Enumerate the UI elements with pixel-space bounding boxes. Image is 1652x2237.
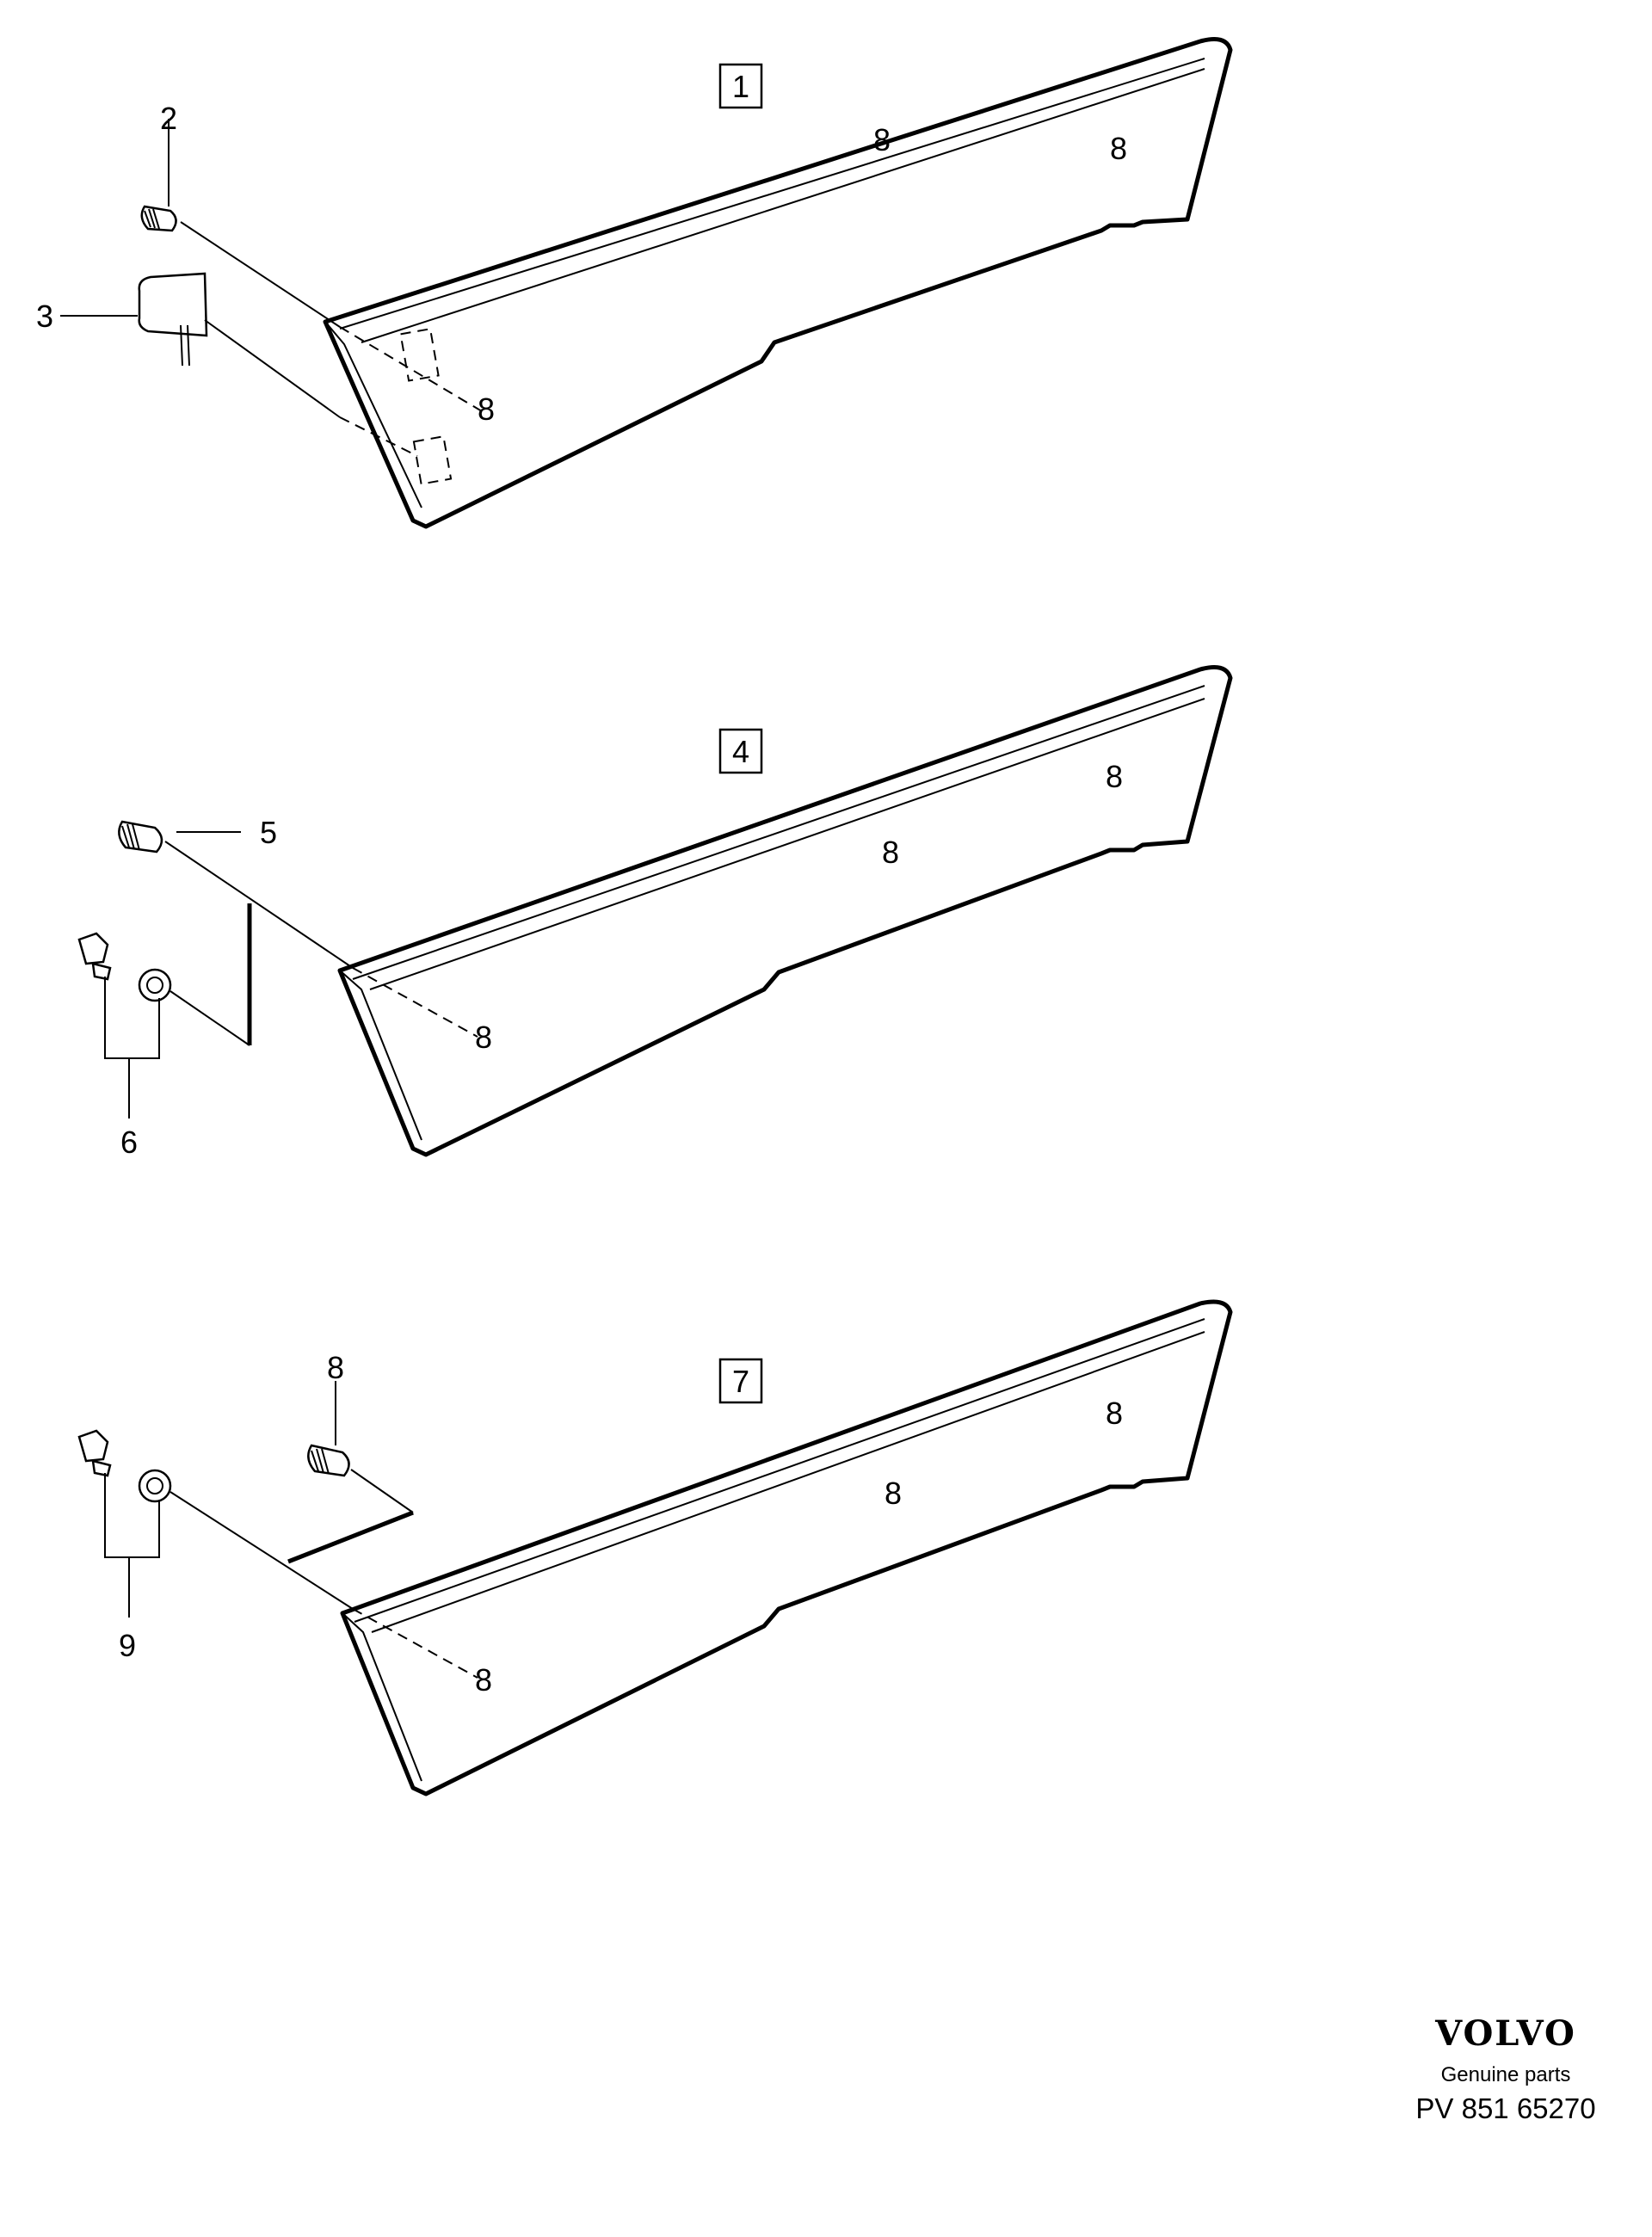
- trim-panel-4: 8 8 8: [337, 665, 1233, 1157]
- brand-subtitle: Genuine parts: [1440, 2063, 1571, 2086]
- callout-box-4: 4: [718, 728, 763, 774]
- trim-panel-1: 8 8 8: [323, 37, 1233, 529]
- callout-9: 9: [119, 1628, 136, 1663]
- hole-glyph: 8: [475, 1662, 492, 1698]
- retainer-kit-9: [77, 1429, 478, 1679]
- clip-5: [118, 820, 478, 1038]
- trim-panel-7: 8 8 8: [340, 1299, 1233, 1796]
- hole-glyph: 8: [873, 122, 891, 157]
- callout-1: 1: [732, 69, 749, 104]
- callout-box-7: 7: [718, 1358, 763, 1404]
- clip-8: [287, 1381, 414, 1564]
- hole-glyph: 8: [1106, 759, 1123, 794]
- hole-glyph: 8: [475, 1020, 492, 1055]
- hole-glyph: 8: [1106, 1396, 1123, 1431]
- retainer-kit-6: [77, 903, 252, 1118]
- diagram-code: PV 851 65270: [1415, 2092, 1596, 2124]
- clip-2: [140, 119, 483, 412]
- callout-7: 7: [732, 1364, 749, 1399]
- hole-glyph: 8: [885, 1476, 902, 1511]
- bracket-3: [60, 272, 418, 457]
- callout-3: 3: [36, 299, 53, 334]
- callout-6: 6: [120, 1125, 138, 1160]
- callout-5: 5: [260, 815, 277, 850]
- hole-glyph: 8: [882, 835, 899, 870]
- hole-glyph: 8: [1110, 131, 1127, 166]
- callout-4: 4: [732, 734, 749, 769]
- hole-glyph: 8: [478, 391, 495, 427]
- volvo-logo: VOLVO: [1435, 2013, 1576, 2054]
- callout-box-1: 1: [718, 63, 763, 109]
- callout-8: 8: [327, 1350, 344, 1385]
- callout-2: 2: [160, 101, 177, 136]
